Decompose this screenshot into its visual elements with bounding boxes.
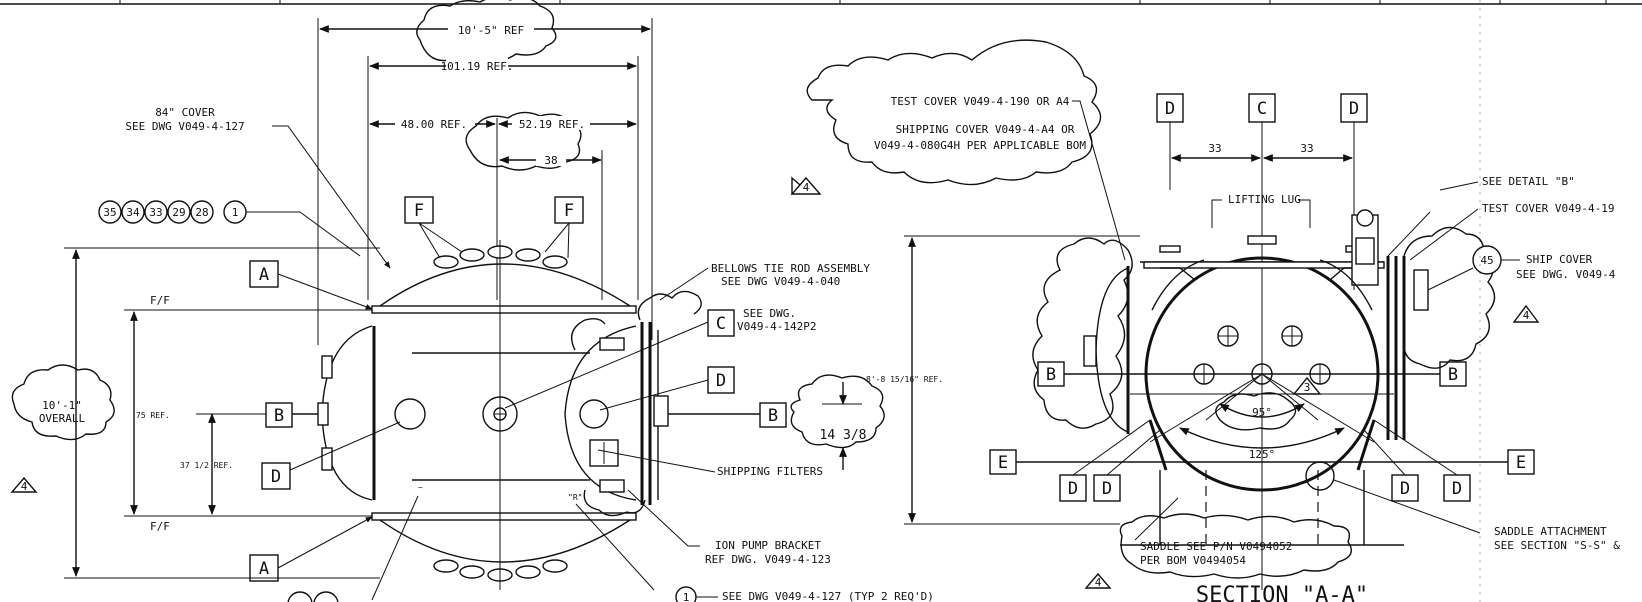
section-b-left: B <box>274 406 284 426</box>
title-border <box>0 0 1642 5</box>
revision-cloud <box>583 489 646 517</box>
detail-b-note: SEE DETAIL "B" <box>1482 175 1575 188</box>
callout-c: C <box>716 314 726 334</box>
revision-cloud <box>571 317 606 351</box>
callout-d: D <box>1349 99 1359 119</box>
callout-d: D <box>1102 479 1112 499</box>
half-ref-dim: 37 1/2 REF. <box>180 461 233 470</box>
flange-dim: 14 3/8 <box>820 428 867 443</box>
saddle-note-line1: SADDLE SEE P/N V0494052 <box>1140 540 1292 553</box>
cover-note-line1: 84" COVER <box>155 106 215 119</box>
balloon-45: 45 <box>1480 254 1493 267</box>
revision-cloud <box>1032 237 1133 429</box>
callout-c: C <box>1257 99 1267 119</box>
revision-triangle: 4 <box>21 480 28 493</box>
center-dim: 38 <box>544 154 557 167</box>
callout-d: D <box>1165 99 1175 119</box>
right-ref-dim: 52.19 REF. <box>519 118 585 131</box>
callout-a-bottom: A <box>259 559 269 579</box>
overall-width-dim: 10'-5" REF <box>458 24 524 37</box>
section-b-right: B <box>768 406 778 426</box>
saddle-attach-note-line1: SADDLE ATTACHMENT <box>1494 525 1607 538</box>
callout-d: D <box>1068 479 1078 499</box>
balloon-bottom: 1 <box>683 591 690 602</box>
revision-cloud <box>1119 513 1352 579</box>
ship-cover-note-line2: SEE DWG. V049-4 <box>1516 268 1616 281</box>
section-title: SECTION "A-A" <box>1196 583 1368 602</box>
ion-pump-note-line1: ION PUMP BRACKET <box>715 539 821 552</box>
callout-e-right: E <box>1516 453 1526 473</box>
callout-f: F <box>564 201 574 221</box>
balloon: 34 <box>126 206 140 219</box>
angle-large-dim: 125° <box>1249 448 1276 461</box>
balloon: 29 <box>172 206 185 219</box>
ff-ref-dim: 75 REF. <box>136 411 170 420</box>
ion-pump-note-line2: REF DWG. V049-4-123 <box>705 553 831 566</box>
revision-cloud <box>1403 226 1496 369</box>
revision-cloud <box>637 290 702 321</box>
section-b-right: B <box>1448 365 1458 385</box>
test-cover-note-line3: V049-4-080G4H PER APPLICABLE BOM <box>874 139 1086 152</box>
callout-e-left: E <box>998 453 1008 473</box>
revision-triangle: 4 <box>1095 576 1102 589</box>
revision-triangle: 3 <box>1304 381 1311 394</box>
lifting-lug-note: LIFTING LUG <box>1228 193 1301 206</box>
callout-d: D <box>716 371 726 391</box>
svg-text:~: ~ <box>418 483 423 492</box>
saddle-attach-note-line2: SEE SECTION "S-S" & <box>1494 539 1620 552</box>
bellows-length-dim: 101.19 REF. <box>441 60 514 73</box>
balloon: 1 <box>232 206 239 219</box>
test-cover-right-note: TEST COVER V049-4-19 <box>1482 202 1614 215</box>
left-view: 10'-5" REF 101.19 REF. 48.00 REF. 52.19 … <box>10 0 934 602</box>
test-cover-note-line1: TEST COVER V049-4-190 OR A4 <box>891 95 1070 108</box>
shipping-filters-note: SHIPPING FILTERS <box>717 465 823 478</box>
balloon: 28 <box>195 206 208 219</box>
spacing-right-dim: 33 <box>1300 142 1313 155</box>
item-balloons: 35 34 33 29 28 1 <box>98 200 361 257</box>
overall-height-line2: OVERALL <box>39 412 86 425</box>
balloon: 33 <box>149 206 162 219</box>
callout-f: F <box>414 201 424 221</box>
top-ports <box>433 245 568 269</box>
angle-small-dim: 95° <box>1252 406 1272 419</box>
test-cover-note-line2: SHIPPING COVER V049-4-A4 OR <box>896 123 1075 136</box>
cover-note-line2: SEE DWG V049-4-127 <box>125 120 244 133</box>
see-dwg-note-line2: V049-4-142P2 <box>737 320 816 333</box>
saddle-note-line2: PER BOM V0494054 <box>1140 554 1246 567</box>
callout-d: D <box>1452 479 1462 499</box>
revision-cloud <box>1215 392 1297 431</box>
callout-d: D <box>271 467 281 487</box>
callout-d: D <box>1400 479 1410 499</box>
see-dwg-note-line1: SEE DWG. <box>743 307 796 320</box>
revision-triangle: 4 <box>803 181 810 194</box>
revision-cloud <box>806 39 1102 186</box>
revision-cloud <box>790 374 885 449</box>
ff-bottom-label: F/F <box>150 520 170 533</box>
revision-cloud <box>465 111 582 171</box>
tie-rod-note-line2: SEE DWG V049-4-040 <box>721 275 840 288</box>
bottom-note: SEE DWG V049-4-127 (TYP 2 REQ'D) <box>722 590 934 602</box>
right-height-dim: 8'-8 15/16" REF. <box>866 375 943 384</box>
left-ref-dim: 48.00 REF. <box>401 118 467 131</box>
revision-cloud <box>11 364 115 441</box>
r-marker: "R" <box>568 493 582 502</box>
balloon: 35 <box>103 206 116 219</box>
tie-rod-note-line1: BELLOWS TIE ROD ASSEMBLY <box>711 262 870 275</box>
spacing-left-dim: 33 <box>1208 142 1221 155</box>
revision-triangle: 4 <box>1523 309 1530 322</box>
overall-height-line1: 10'-1" <box>42 399 82 412</box>
section-a-a-view: TEST COVER V049-4-190 OR A4 SHIPPING COV… <box>790 0 1620 602</box>
ff-top-label: F/F <box>150 294 170 307</box>
callout-a-top: A <box>259 265 269 285</box>
ship-cover-note-line1: SHIP COVER <box>1526 253 1593 266</box>
section-b-left: B <box>1046 365 1056 385</box>
